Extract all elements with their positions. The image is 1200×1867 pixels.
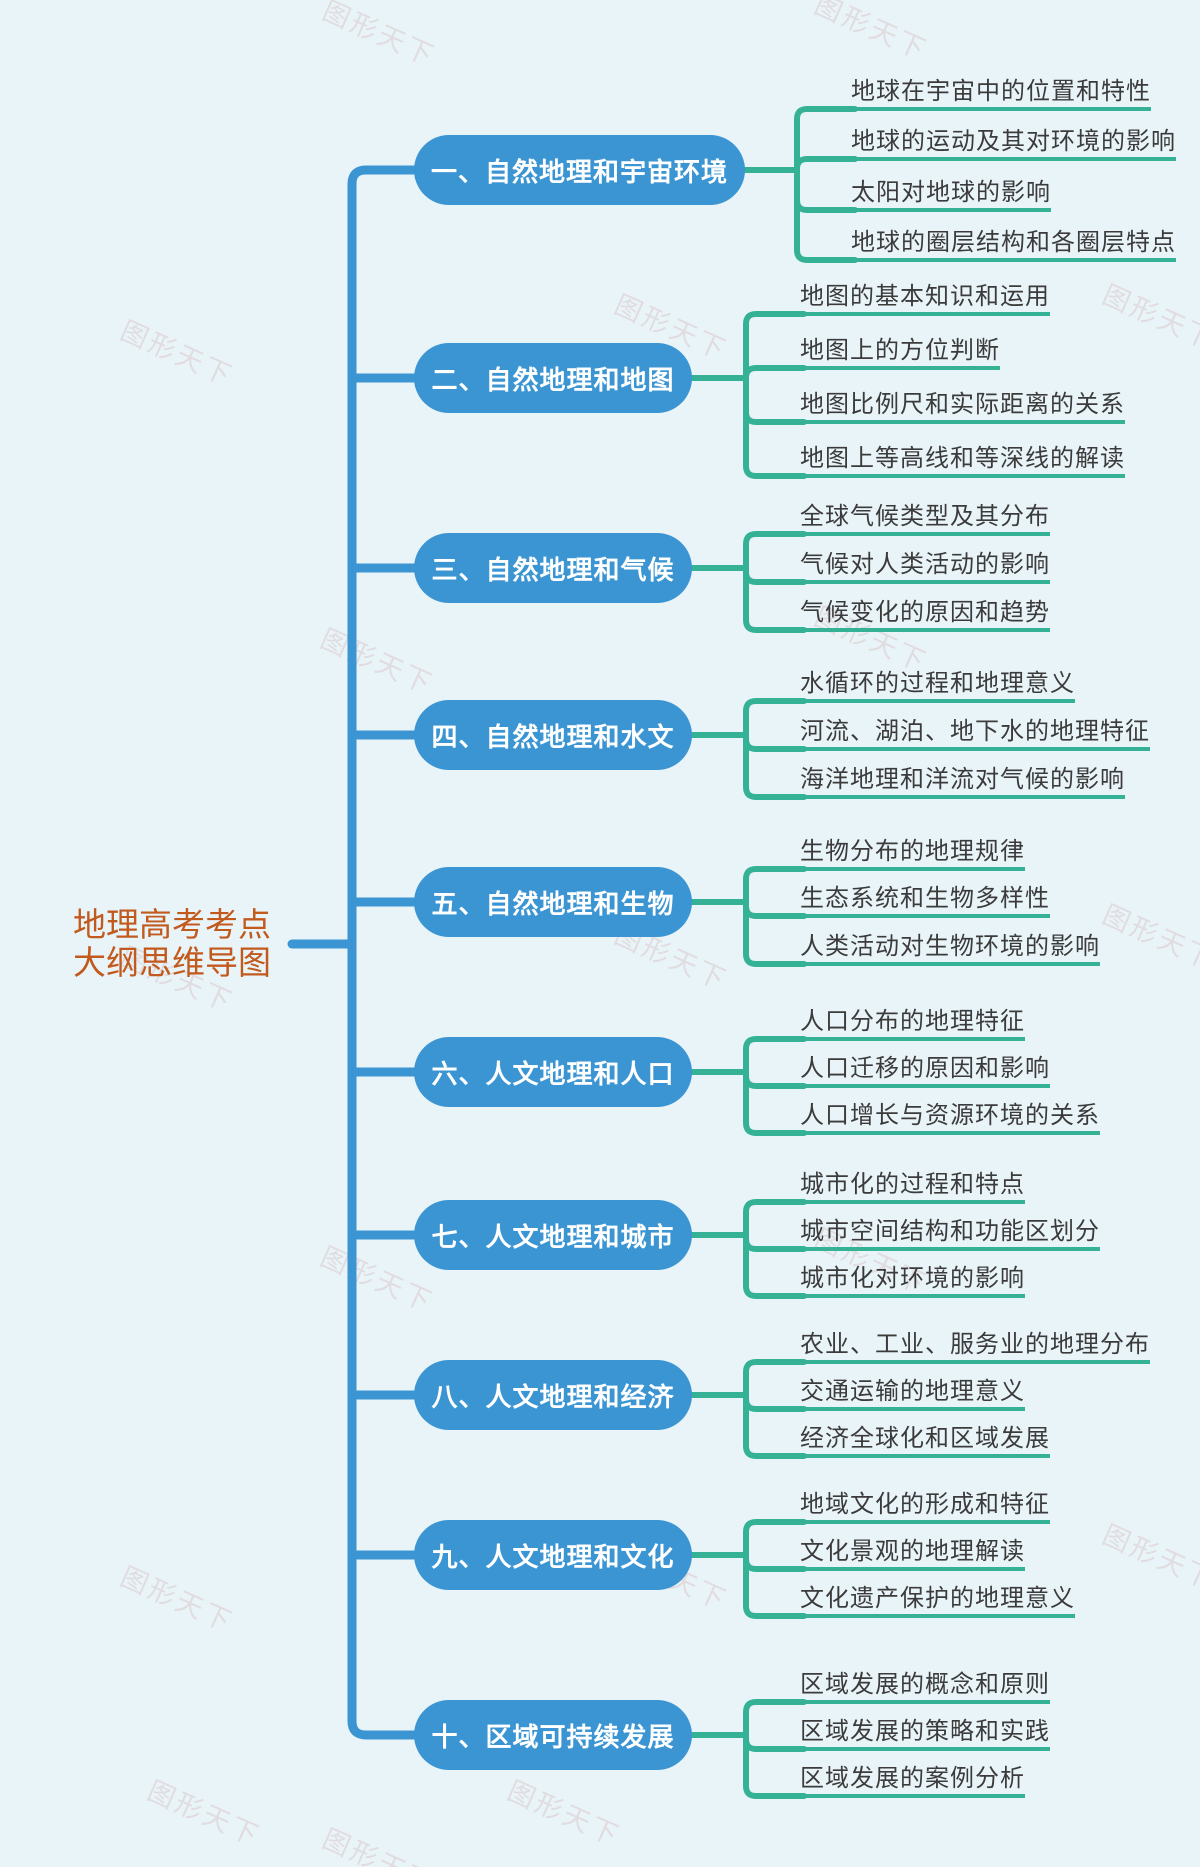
watermark: 图形天下 [1098, 1519, 1200, 1596]
leaf-node[interactable]: 地球在宇宙中的位置和特性 [851, 77, 1151, 111]
leaf-node[interactable]: 人口增长与资源环境的关系 [800, 1101, 1100, 1135]
watermark: 图形天下 [143, 1775, 265, 1852]
leaf-node[interactable]: 城市空间结构和功能区划分 [800, 1217, 1100, 1251]
leaf-node[interactable]: 海洋地理和洋流对气候的影响 [800, 765, 1125, 799]
branch-label: 五、自然地理和生物 [431, 888, 675, 919]
leaf-node[interactable]: 生态系统和生物多样性 [800, 884, 1050, 918]
branch-node-8[interactable]: 八、人文地理和经济 [414, 1360, 692, 1430]
branch-label: 十、区域可持续发展 [431, 1721, 675, 1752]
leaf-node[interactable]: 文化景观的地理解读 [800, 1537, 1025, 1571]
branch-label: 四、自然地理和水文 [431, 721, 675, 752]
leaf-node[interactable]: 气候对人类活动的影响 [800, 550, 1050, 584]
branch-label: 二、自然地理和地图 [431, 364, 675, 395]
leaf-node[interactable]: 城市化对环境的影响 [800, 1264, 1025, 1298]
branch-label: 八、人文地理和经济 [431, 1381, 675, 1412]
leaf-node[interactable]: 交通运输的地理意义 [800, 1377, 1025, 1411]
branch-node-6[interactable]: 六、人文地理和人口 [414, 1037, 692, 1107]
leaf-node[interactable]: 生物分布的地理规律 [800, 837, 1025, 871]
branch-label: 三、自然地理和气候 [431, 554, 675, 585]
leaf-node[interactable]: 河流、湖泊、地下水的地理特征 [800, 717, 1150, 751]
branch-node-2[interactable]: 二、自然地理和地图 [414, 343, 692, 413]
branch-label: 七、人文地理和城市 [431, 1221, 675, 1252]
leaf-node[interactable]: 农业、工业、服务业的地理分布 [800, 1330, 1150, 1364]
root-label-line2: 大纲思维导图 [73, 944, 271, 981]
leaf-node[interactable]: 人口分布的地理特征 [800, 1007, 1025, 1041]
watermark: 图形天下 [116, 1561, 238, 1638]
watermark: 图形天下 [318, 1823, 440, 1867]
leaf-node[interactable]: 地图上等高线和等深线的解读 [800, 444, 1125, 478]
leaf-node[interactable]: 水循环的过程和地理意义 [800, 669, 1075, 703]
branch-node-3[interactable]: 三、自然地理和气候 [414, 533, 692, 603]
watermark: 图形天下 [116, 315, 238, 392]
leaf-node[interactable]: 地域文化的形成和特征 [800, 1490, 1050, 1524]
trunk-line [347, 165, 423, 1740]
watermark: 图形天下 [1098, 279, 1200, 356]
root-label-line1: 地理高考考点 [73, 906, 271, 943]
branch-node-5[interactable]: 五、自然地理和生物 [414, 867, 692, 937]
leaf-node[interactable]: 气候变化的原因和趋势 [800, 598, 1050, 632]
leaf-node[interactable]: 全球气候类型及其分布 [800, 502, 1050, 536]
leaf-node[interactable]: 城市化的过程和特点 [800, 1170, 1025, 1204]
watermark: 图形天下 [316, 623, 438, 700]
branch-node-4[interactable]: 四、自然地理和水文 [414, 700, 692, 770]
branch-label: 九、人文地理和文化 [431, 1541, 675, 1572]
branch-node-10[interactable]: 十、区域可持续发展 [414, 1700, 692, 1770]
trunk-lines [287, 165, 423, 1740]
leaf-node[interactable]: 文化遗产保护的地理意义 [800, 1584, 1075, 1618]
leaf-node[interactable]: 地球的运动及其对环境的影响 [851, 127, 1176, 161]
branch-node-7[interactable]: 七、人文地理和城市 [414, 1200, 692, 1270]
leaf-node[interactable]: 太阳对地球的影响 [851, 178, 1051, 212]
leaf-node[interactable]: 区域发展的策略和实践 [800, 1717, 1050, 1751]
watermark: 图形天下 [1098, 899, 1200, 976]
branch-node-1[interactable]: 一、自然地理和宇宙环境 [414, 135, 745, 205]
leaf-node[interactable]: 经济全球化和区域发展 [800, 1424, 1050, 1458]
branch-label: 六、人文地理和人口 [431, 1058, 675, 1089]
watermark: 图形天下 [318, 0, 440, 72]
root-node[interactable]: 地理高考考点 大纲思维导图 [62, 906, 282, 982]
leaf-node[interactable]: 人口迁移的原因和影响 [800, 1054, 1050, 1088]
leaf-node[interactable]: 人类活动对生物环境的影响 [800, 932, 1100, 966]
watermark: 图形天下 [503, 1775, 625, 1852]
watermark: 图形天下 [810, 0, 932, 66]
leaf-node[interactable]: 区域发展的概念和原则 [800, 1670, 1050, 1704]
leaf-node[interactable]: 地图的基本知识和运用 [800, 282, 1050, 316]
leaf-node[interactable]: 区域发展的案例分析 [800, 1764, 1025, 1798]
leaf-node[interactable]: 地球的圈层结构和各圈层特点 [851, 228, 1176, 262]
branch-label: 一、自然地理和宇宙环境 [430, 156, 728, 187]
leaf-node[interactable]: 地图比例尺和实际距离的关系 [800, 390, 1125, 424]
leaf-node[interactable]: 地图上的方位判断 [800, 336, 1000, 370]
branch-node-9[interactable]: 九、人文地理和文化 [414, 1520, 692, 1590]
